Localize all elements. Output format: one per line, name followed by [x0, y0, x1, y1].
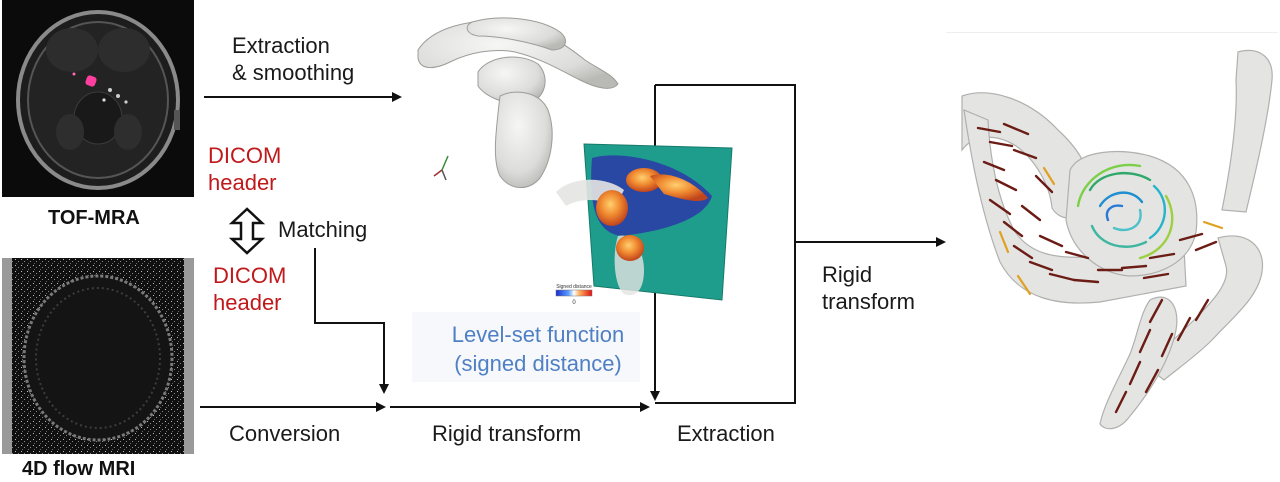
line-right-bracket [655, 84, 796, 404]
flow-mri-image [2, 258, 194, 454]
tof-mra-label: TOF-MRA [48, 207, 140, 229]
levelset-function-label: Level-set function (signed distance) [451, 322, 625, 376]
matching-label: Matching [278, 217, 368, 242]
signed-distance-colorbar [555, 289, 593, 297]
rigid-transform-bottom-label: Rigid transform [432, 421, 582, 446]
tof-mra-image [2, 0, 194, 197]
orientation-axes-icon [433, 155, 449, 181]
extraction-smoothing-label: Extraction & smoothing [232, 33, 355, 85]
line-matching-down [314, 248, 389, 394]
extraction-bottom-label: Extraction [677, 421, 775, 446]
rigid-transform-right-label: Rigid transform [822, 262, 915, 314]
conversion-label: Conversion [229, 421, 341, 446]
flow-mri-label: 4D flow MRI [22, 458, 136, 480]
colorbar-title: Signed distance [556, 284, 592, 290]
dicom-header-top-label: DICOM header [208, 143, 282, 195]
dicom-header-bottom-label: DICOM header [213, 263, 287, 315]
colorbar-zero: 0 [572, 300, 576, 306]
levelset-panel-bg [412, 312, 640, 382]
matching-double-arrow [228, 207, 266, 255]
